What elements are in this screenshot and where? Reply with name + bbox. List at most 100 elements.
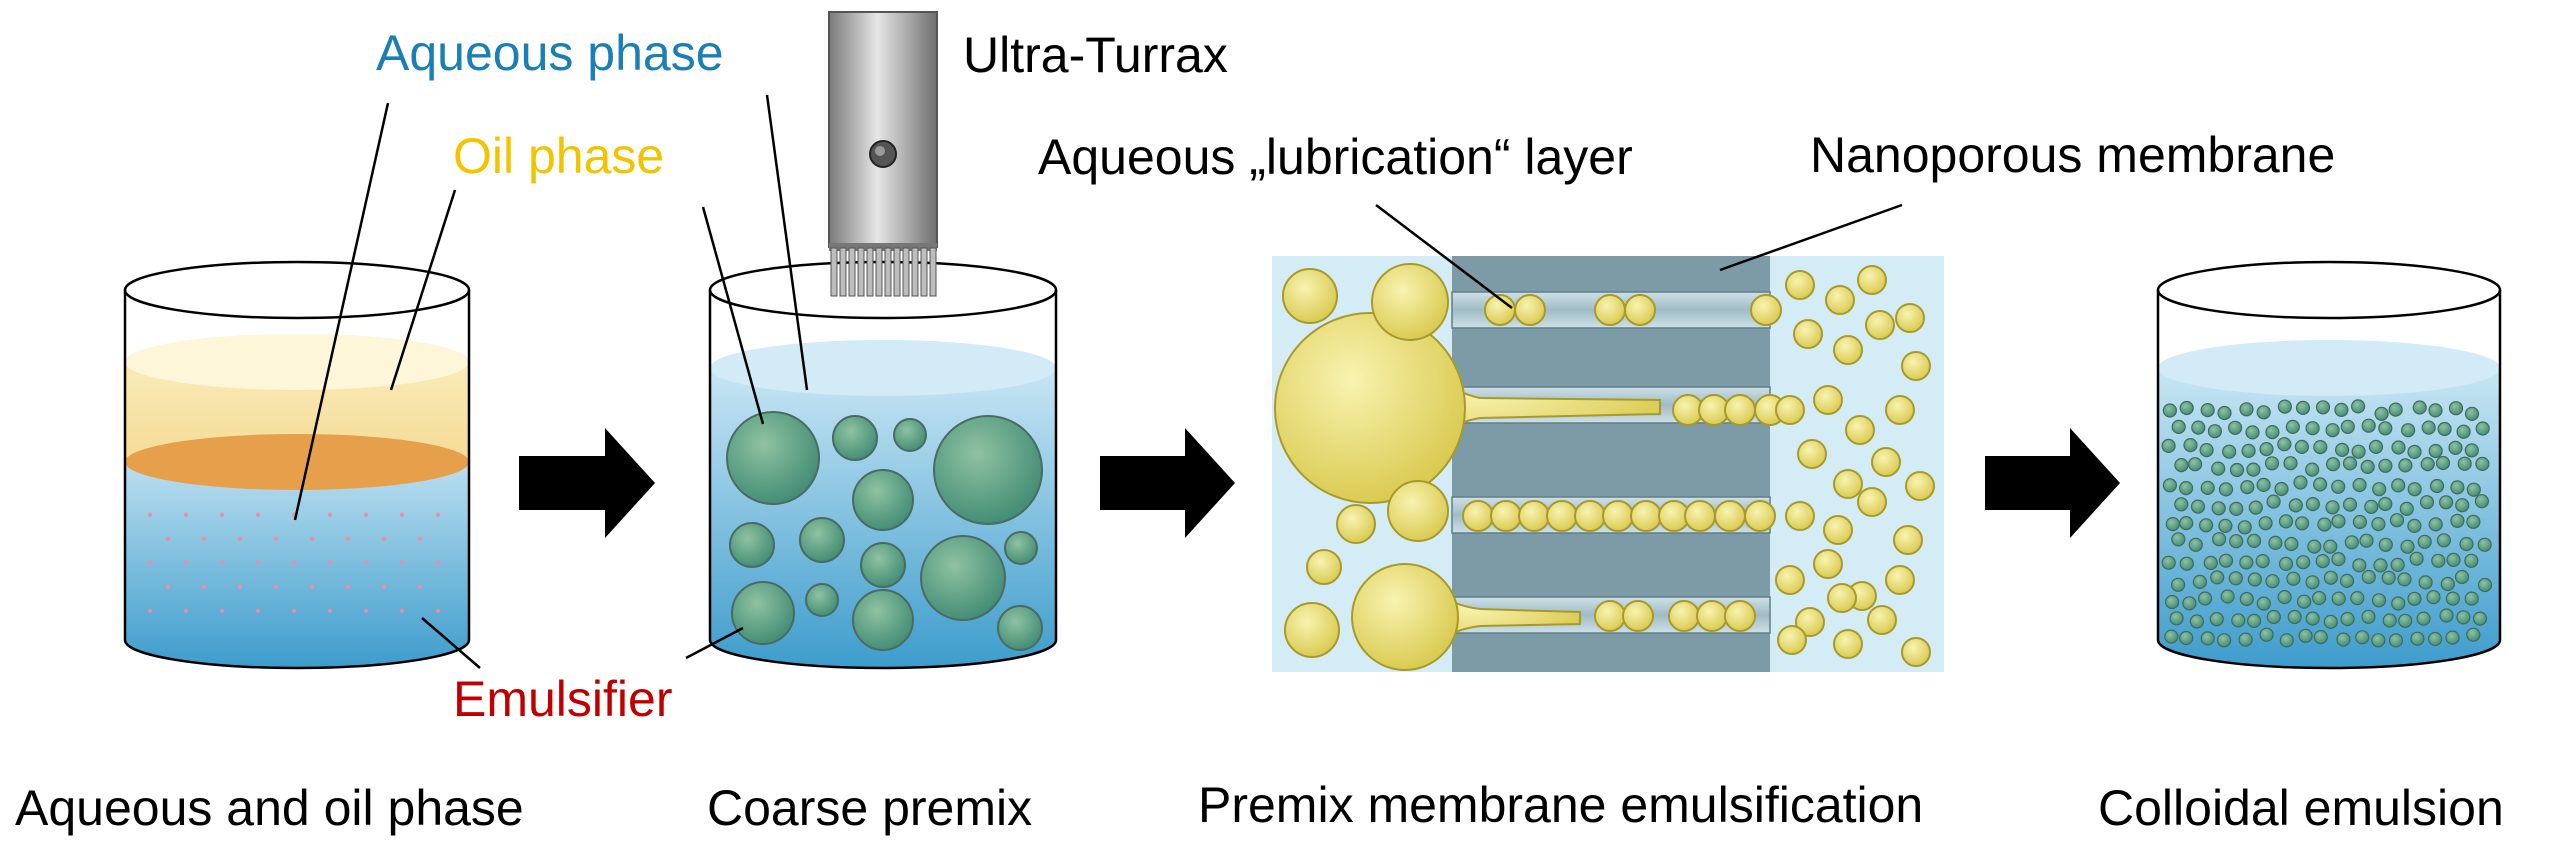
- emulsifier-dot: [327, 560, 333, 566]
- fine-droplet: [2410, 631, 2425, 646]
- fine-droplet: [2259, 627, 2274, 642]
- fine-droplet: [2265, 574, 2280, 589]
- fine-droplet: [2217, 633, 2232, 648]
- emulsifier-dot: [327, 608, 333, 614]
- fine-droplet: [2161, 438, 2176, 453]
- oil-droplet: [1905, 471, 1935, 501]
- emulsifier-dot: [201, 536, 207, 542]
- fine-droplet: [2464, 553, 2479, 568]
- emulsifier-dot: [363, 512, 369, 518]
- fine-droplet: [2388, 402, 2403, 417]
- oil-droplet: [1871, 447, 1901, 477]
- oil-droplet: [799, 517, 845, 563]
- membrane-droplets: [1274, 263, 1935, 671]
- fine-droplet: [2455, 498, 2470, 513]
- fine-droplet: [2325, 500, 2340, 515]
- fine-droplet: [2381, 570, 2396, 585]
- fine-droplet: [2315, 553, 2330, 569]
- emulsifier-dot: [435, 512, 441, 518]
- fine-droplet: [2279, 633, 2294, 648]
- emulsifier-dot: [273, 536, 279, 542]
- fine-droplet: [2274, 481, 2289, 497]
- oil-droplet: [1574, 500, 1606, 532]
- fine-droplet: [2374, 406, 2389, 421]
- fine-droplet: [2417, 534, 2432, 549]
- fine-droplet: [2266, 609, 2281, 625]
- fine-droplet: [2475, 456, 2490, 471]
- aqueous-layer: [125, 440, 469, 668]
- oil-droplet: [726, 411, 820, 505]
- fine-droplet: [2182, 596, 2197, 611]
- fine-droplet: [2268, 535, 2283, 551]
- fine-droplet: [2412, 400, 2427, 415]
- fine-droplet: [2179, 556, 2194, 571]
- oil-droplet: [1833, 629, 1863, 659]
- fine-droplet: [2361, 609, 2376, 624]
- fine-droplet: [2390, 557, 2405, 573]
- fine-droplet: [2200, 631, 2215, 646]
- fine-droplet: [2278, 556, 2294, 572]
- fine-droplet: [2258, 516, 2273, 531]
- fine-droplet: [2419, 495, 2435, 510]
- fine-droplet: [2189, 614, 2204, 629]
- oil-droplet: [1885, 565, 1915, 595]
- fine-droplet: [2420, 457, 2435, 472]
- fine-droplet: [2229, 501, 2244, 516]
- fine-droplet: [2286, 571, 2301, 586]
- fine-droplet: [2409, 551, 2424, 566]
- oil-droplet: [933, 415, 1043, 525]
- oil-droplet: [1594, 600, 1626, 632]
- fine-droplet: [2351, 399, 2366, 414]
- fine-droplet: [2359, 533, 2374, 548]
- fine-droplet: [2372, 482, 2387, 497]
- premix-surface: [710, 340, 1056, 396]
- emulsifier-dot: [237, 536, 243, 542]
- fine-droplet: [2437, 421, 2452, 437]
- fine-droplet: [2255, 553, 2270, 569]
- fine-droplet: [2277, 399, 2292, 414]
- emulsifier-label: Emulsifier: [453, 671, 672, 727]
- fine-droplet: [2266, 494, 2281, 509]
- right-arrow-icon: [1100, 428, 1235, 538]
- fine-droplet: [2295, 516, 2310, 531]
- oil-droplet: [1775, 395, 1805, 425]
- emulsifier-dot: [165, 536, 171, 542]
- fine-droplet: [2313, 440, 2328, 455]
- oil-droplet: [1724, 600, 1756, 632]
- fine-droplet: [2373, 558, 2388, 573]
- fine-droplet: [2192, 574, 2207, 590]
- fine-droplet: [2446, 552, 2461, 568]
- fine-droplet: [2426, 590, 2441, 605]
- oil-droplet: [1306, 549, 1342, 585]
- fine-droplet: [2352, 477, 2367, 493]
- fine-droplet: [2259, 442, 2274, 457]
- fine-droplet: [2239, 555, 2254, 570]
- emulsifier-dot: [183, 608, 189, 614]
- fine-droplet: [2428, 403, 2443, 418]
- oil-droplet: [860, 542, 906, 588]
- fine-droplet: [2344, 535, 2359, 550]
- fine-droplet: [2397, 572, 2412, 587]
- oil-droplet: [852, 589, 914, 651]
- fine-droplet: [2352, 514, 2367, 530]
- emulsifier-dot: [219, 512, 225, 518]
- fine-droplet: [2218, 518, 2233, 534]
- fine-droplet: [2448, 401, 2464, 416]
- emulsifier-dot: [255, 608, 261, 614]
- fine-droplet: [2183, 438, 2198, 453]
- step-caption-colloidal-emulsion: Colloidal emulsion: [2098, 780, 2504, 836]
- oil-droplet: [1351, 563, 1459, 671]
- fine-droplet: [2331, 514, 2346, 529]
- fine-droplet: [2247, 572, 2262, 587]
- fine-droplet: [2331, 479, 2346, 494]
- oil-droplet: [997, 605, 1043, 651]
- oil-droplet: [1901, 351, 1931, 381]
- fine-droplet: [2313, 477, 2328, 492]
- oil-droplet: [1284, 602, 1340, 658]
- emulsifier-dot: [399, 512, 405, 518]
- fine-droplet: [2199, 443, 2214, 458]
- fine-droplet: [2161, 555, 2176, 570]
- emulsifier-dot: [291, 560, 297, 566]
- oil-droplet: [1546, 500, 1578, 532]
